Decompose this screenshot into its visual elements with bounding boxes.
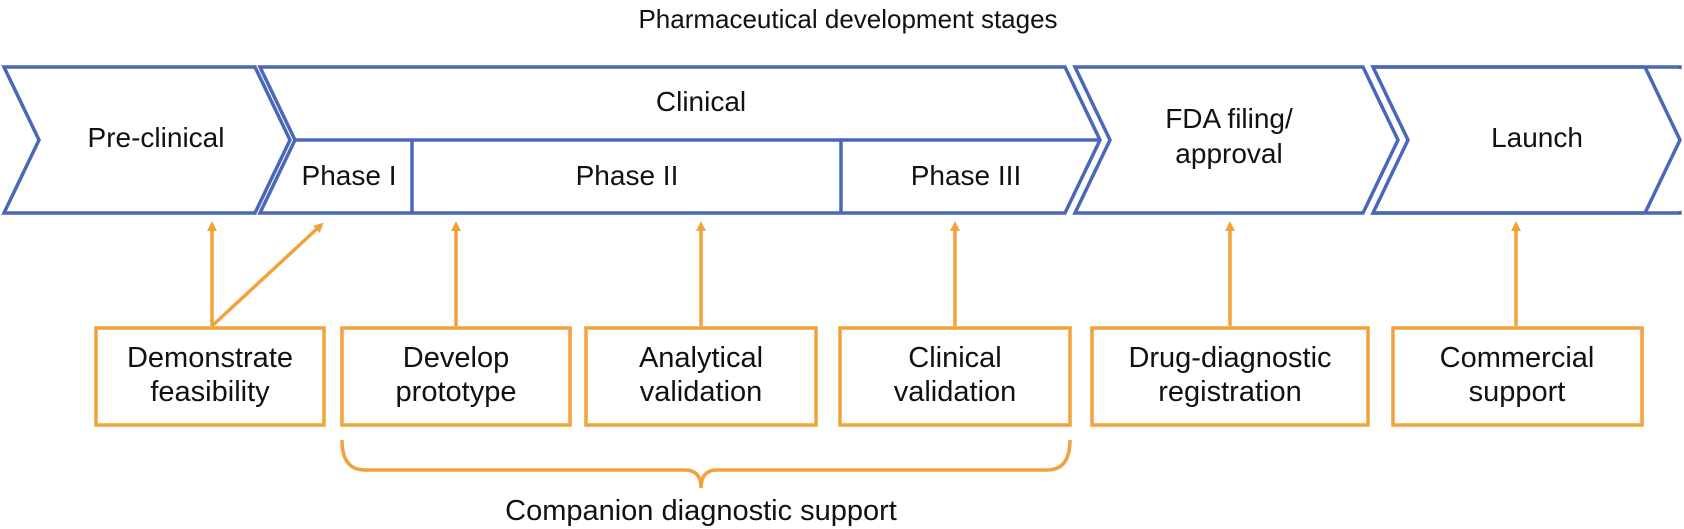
stage-label-fda-line1: FDA filing/ xyxy=(1165,103,1293,134)
stage-label-fda-line2: approval xyxy=(1175,138,1282,169)
stage-launch-tip xyxy=(1648,69,1684,211)
box-clinical-validation-line2: validation xyxy=(894,376,1017,408)
phase-label-2: Phase II xyxy=(576,160,679,191)
box-clinical-validation xyxy=(838,326,1072,427)
box-registration xyxy=(1090,326,1370,427)
stage-preclinical xyxy=(1,65,292,215)
box-prototype-line2: prototype xyxy=(396,376,517,408)
box-analytical-line2: validation xyxy=(640,376,763,408)
support-boxes xyxy=(94,326,1644,427)
box-clinical-validation-line1: Clinical xyxy=(908,342,1001,374)
box-registration-line1: Drug-diagnostic xyxy=(1128,342,1331,374)
box-analytical xyxy=(584,326,818,427)
box-feasibility-line2: feasibility xyxy=(150,376,270,408)
stage-launch-tip-outline xyxy=(1643,66,1682,214)
arrow-feasibility-phase1 xyxy=(210,222,324,328)
stage-label-clinical: Clinical xyxy=(656,86,746,117)
box-commercial-line2: support xyxy=(1469,376,1566,408)
box-commercial xyxy=(1391,326,1644,427)
stage-label-launch: Launch xyxy=(1491,122,1583,153)
box-prototype-line1: Develop xyxy=(403,342,509,374)
box-commercial-line1: Commercial xyxy=(1440,342,1595,374)
stage-chevrons xyxy=(1,65,1682,215)
diagram-title: Pharmaceutical development stages xyxy=(638,4,1057,34)
stage-fda xyxy=(1072,65,1400,215)
phase-label-1: Phase I xyxy=(302,160,397,191)
box-feasibility-line1: Demonstrate xyxy=(127,342,293,374)
stage-label-preclinical: Pre-clinical xyxy=(88,122,225,153)
support-arrows xyxy=(207,221,1521,328)
companion-support-label: Companion diagnostic support xyxy=(505,495,897,527)
companion-bracket xyxy=(340,439,1072,489)
box-analytical-line1: Analytical xyxy=(639,342,763,374)
box-registration-line2: registration xyxy=(1158,376,1301,408)
phase-label-3: Phase III xyxy=(911,160,1022,191)
box-prototype xyxy=(340,326,572,427)
box-feasibility xyxy=(94,326,326,427)
